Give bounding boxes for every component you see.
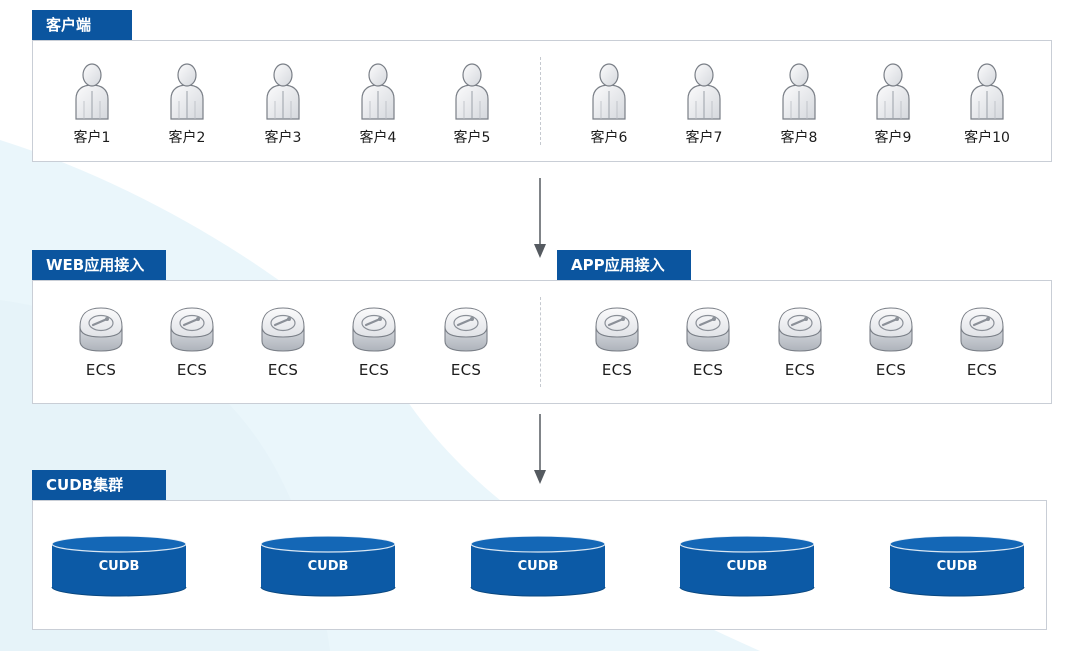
user-icon <box>876 63 910 120</box>
web-ecs-label: ECS <box>358 361 390 379</box>
app-section-label: APP应用接入 <box>557 250 691 280</box>
cudb-database: CUDB <box>470 535 606 597</box>
web-section-label: WEB应用接入 <box>32 250 166 280</box>
server-icon <box>685 306 731 353</box>
client-node: 客户3 <box>243 61 323 147</box>
cudb-section-label: CUDB集群 <box>32 470 166 500</box>
client-node: 客户4 <box>338 61 418 147</box>
cudb-database: CUDB <box>889 535 1025 597</box>
client-divider <box>540 57 541 145</box>
web-ecs-node: ECS <box>243 305 323 379</box>
client-label: 客户7 <box>685 130 723 146</box>
server-icon <box>777 306 823 353</box>
client-label: 客户3 <box>264 130 302 146</box>
app-ecs-node: ECS <box>942 305 1022 379</box>
cudb-database: CUDB <box>679 535 815 597</box>
client-label: 客户6 <box>590 130 628 146</box>
client-node: 客户7 <box>664 61 744 147</box>
client-label: 客户5 <box>453 130 491 146</box>
user-icon <box>782 63 816 120</box>
app-ecs-label: ECS <box>966 361 998 379</box>
web-ecs-node: ECS <box>61 305 141 379</box>
client-label: 客户4 <box>359 130 397 146</box>
web-ecs-label: ECS <box>176 361 208 379</box>
client-label: 客户1 <box>73 130 111 146</box>
app-ecs-label: ECS <box>692 361 724 379</box>
app-ecs-node: ECS <box>577 305 657 379</box>
web-ecs-label: ECS <box>267 361 299 379</box>
server-icon <box>594 306 640 353</box>
app-ecs-label: ECS <box>784 361 816 379</box>
server-icon <box>868 306 914 353</box>
app-ecs-label: ECS <box>601 361 633 379</box>
user-icon <box>592 63 626 120</box>
cudb-label: CUDB <box>936 559 978 574</box>
client-node: 客户2 <box>147 61 227 147</box>
cudb-database: CUDB <box>51 535 187 597</box>
cudb-label: CUDB <box>307 559 349 574</box>
user-icon <box>75 63 109 120</box>
client-node: 客户1 <box>52 61 132 147</box>
server-icon <box>351 306 397 353</box>
cudb-database: CUDB <box>260 535 396 597</box>
server-icon <box>959 306 1005 353</box>
user-icon <box>266 63 300 120</box>
user-icon <box>455 63 489 120</box>
user-icon <box>970 63 1004 120</box>
app-ecs-node: ECS <box>668 305 748 379</box>
client-node: 客户8 <box>759 61 839 147</box>
server-icon <box>443 306 489 353</box>
cudb-label: CUDB <box>98 559 140 574</box>
access-divider <box>540 297 541 387</box>
web-ecs-node: ECS <box>426 305 506 379</box>
user-icon <box>361 63 395 120</box>
cudb-panel: CUDB CUDB CUDB CUDB CUDB <box>32 500 1047 630</box>
arrow-down-icon <box>534 414 546 484</box>
app-ecs-label: ECS <box>875 361 907 379</box>
web-ecs-node: ECS <box>334 305 414 379</box>
app-ecs-node: ECS <box>851 305 931 379</box>
cudb-label: CUDB <box>726 559 768 574</box>
client-node: 客户9 <box>853 61 933 147</box>
client-panel: 客户1 客户2 客户3 客户4 客户5 客户6 客户7 客户8 客户9 客户10 <box>32 40 1052 162</box>
server-icon <box>78 306 124 353</box>
access-panel: ECS ECS ECS ECS ECS ECS ECS ECS ECS ECS <box>32 280 1052 404</box>
client-node: 客户6 <box>569 61 649 147</box>
web-ecs-node: ECS <box>152 305 232 379</box>
server-icon <box>169 306 215 353</box>
client-label: 客户9 <box>874 130 912 146</box>
arrow-down-icon <box>534 178 546 258</box>
user-icon <box>170 63 204 120</box>
cudb-label: CUDB <box>517 559 559 574</box>
web-ecs-label: ECS <box>450 361 482 379</box>
server-icon <box>260 306 306 353</box>
client-label: 客户2 <box>168 130 206 146</box>
client-node: 客户5 <box>432 61 512 147</box>
app-ecs-node: ECS <box>760 305 840 379</box>
web-ecs-label: ECS <box>85 361 117 379</box>
client-label: 客户10 <box>964 130 1010 146</box>
user-icon <box>687 63 721 120</box>
client-label: 客户8 <box>780 130 818 146</box>
client-node: 客户10 <box>947 61 1027 147</box>
client-section-label: 客户端 <box>32 10 132 40</box>
